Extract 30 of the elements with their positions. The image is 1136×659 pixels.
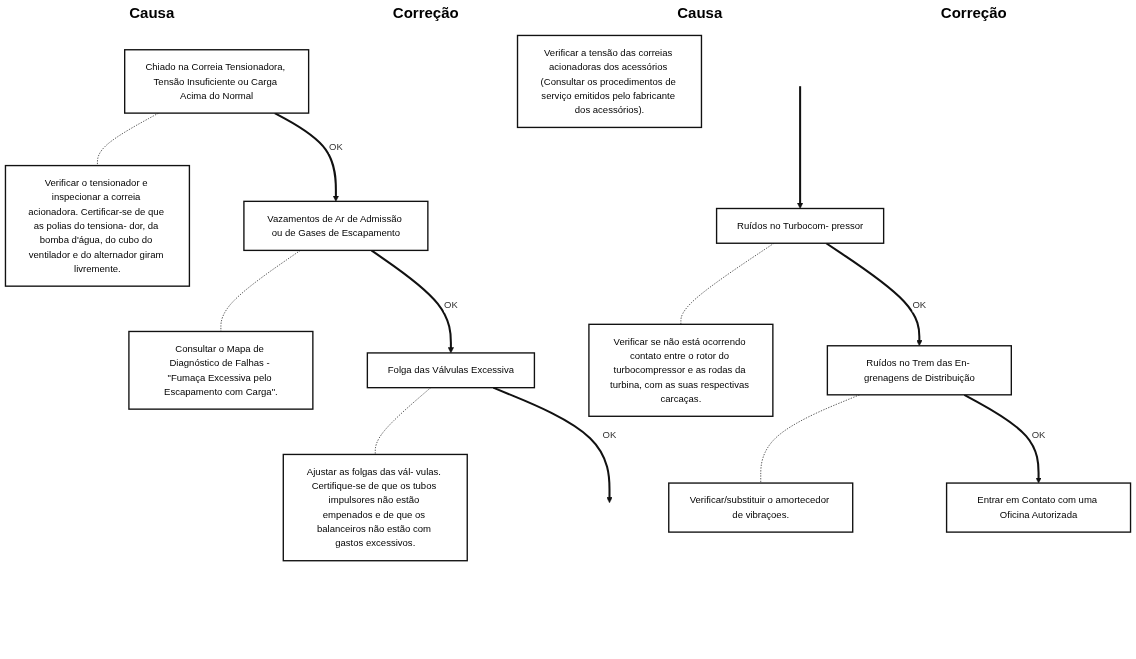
column-heading: Correção [940, 4, 1007, 23]
connector-line [374, 387, 432, 455]
connector-line [797, 86, 804, 209]
connector-line [274, 112, 339, 202]
node-box: Folga das Válvulas Excessiva [366, 352, 536, 389]
node-box: Verificar o tensionador e inspecionar a correia acionadora. Certificar-se de que as polias do tensiona- dor, da bomba d'água, do cubo do ventilador e do alternador giram livremente. [4, 164, 191, 287]
node-box: Verificar/substituir o amortecedor de vibraçoes. [668, 482, 854, 533]
node-box: Chiado na Correia Tensionadora, Tensão Insuficiente ou Carga Acima do Normal [124, 49, 310, 114]
connector-line [220, 250, 301, 332]
edge-label: OK [912, 299, 927, 311]
connector-line [370, 249, 454, 354]
connector-line [963, 393, 1042, 484]
node-box: Consultar o Mapa de Diagnóstico de Falhas - "Fumaça Excessiva pelo Escapamento com Carga". [128, 330, 314, 410]
node-box: Entrar em Contato com uma Oficina Autorizada [945, 482, 1132, 533]
node-box: Vazamentos de Ar de Admissão ou de Gases de Escapamento [243, 200, 429, 252]
connector-line [825, 242, 923, 347]
edge-label: OK [443, 299, 458, 311]
node-box: Ajustar as folgas das vál- vulas. Certifique-se de que os tubos impulsores não estão empenados e de que os balanceiros não estão com gastos excessivos. [282, 453, 468, 562]
node-box: Ruídos no Trem das En- grenagens de Distribuição [826, 345, 1012, 396]
connector-line [492, 386, 613, 504]
column-heading: Causa [129, 4, 175, 23]
node-box: Verificar se não está ocorrendo contato entre o rotor do turbocompressor e as rodas da turbina, com as suas respectivas carcaças. [588, 323, 774, 417]
column-heading: Causa [677, 4, 723, 23]
column-heading: Correção [392, 4, 459, 23]
node-box: Ruídos no Turbocom- pressor [715, 207, 885, 244]
node-box: Verificar a tensão das correias acionadoras dos acessórios (Consultar os procedimentos de serviço emitidos pelo fabricante dos acessórios). [516, 34, 703, 129]
edge-label: OK [328, 140, 343, 152]
edge-label: OK [602, 429, 617, 441]
connector-line [680, 242, 775, 325]
edge-label: OK [1031, 429, 1046, 441]
